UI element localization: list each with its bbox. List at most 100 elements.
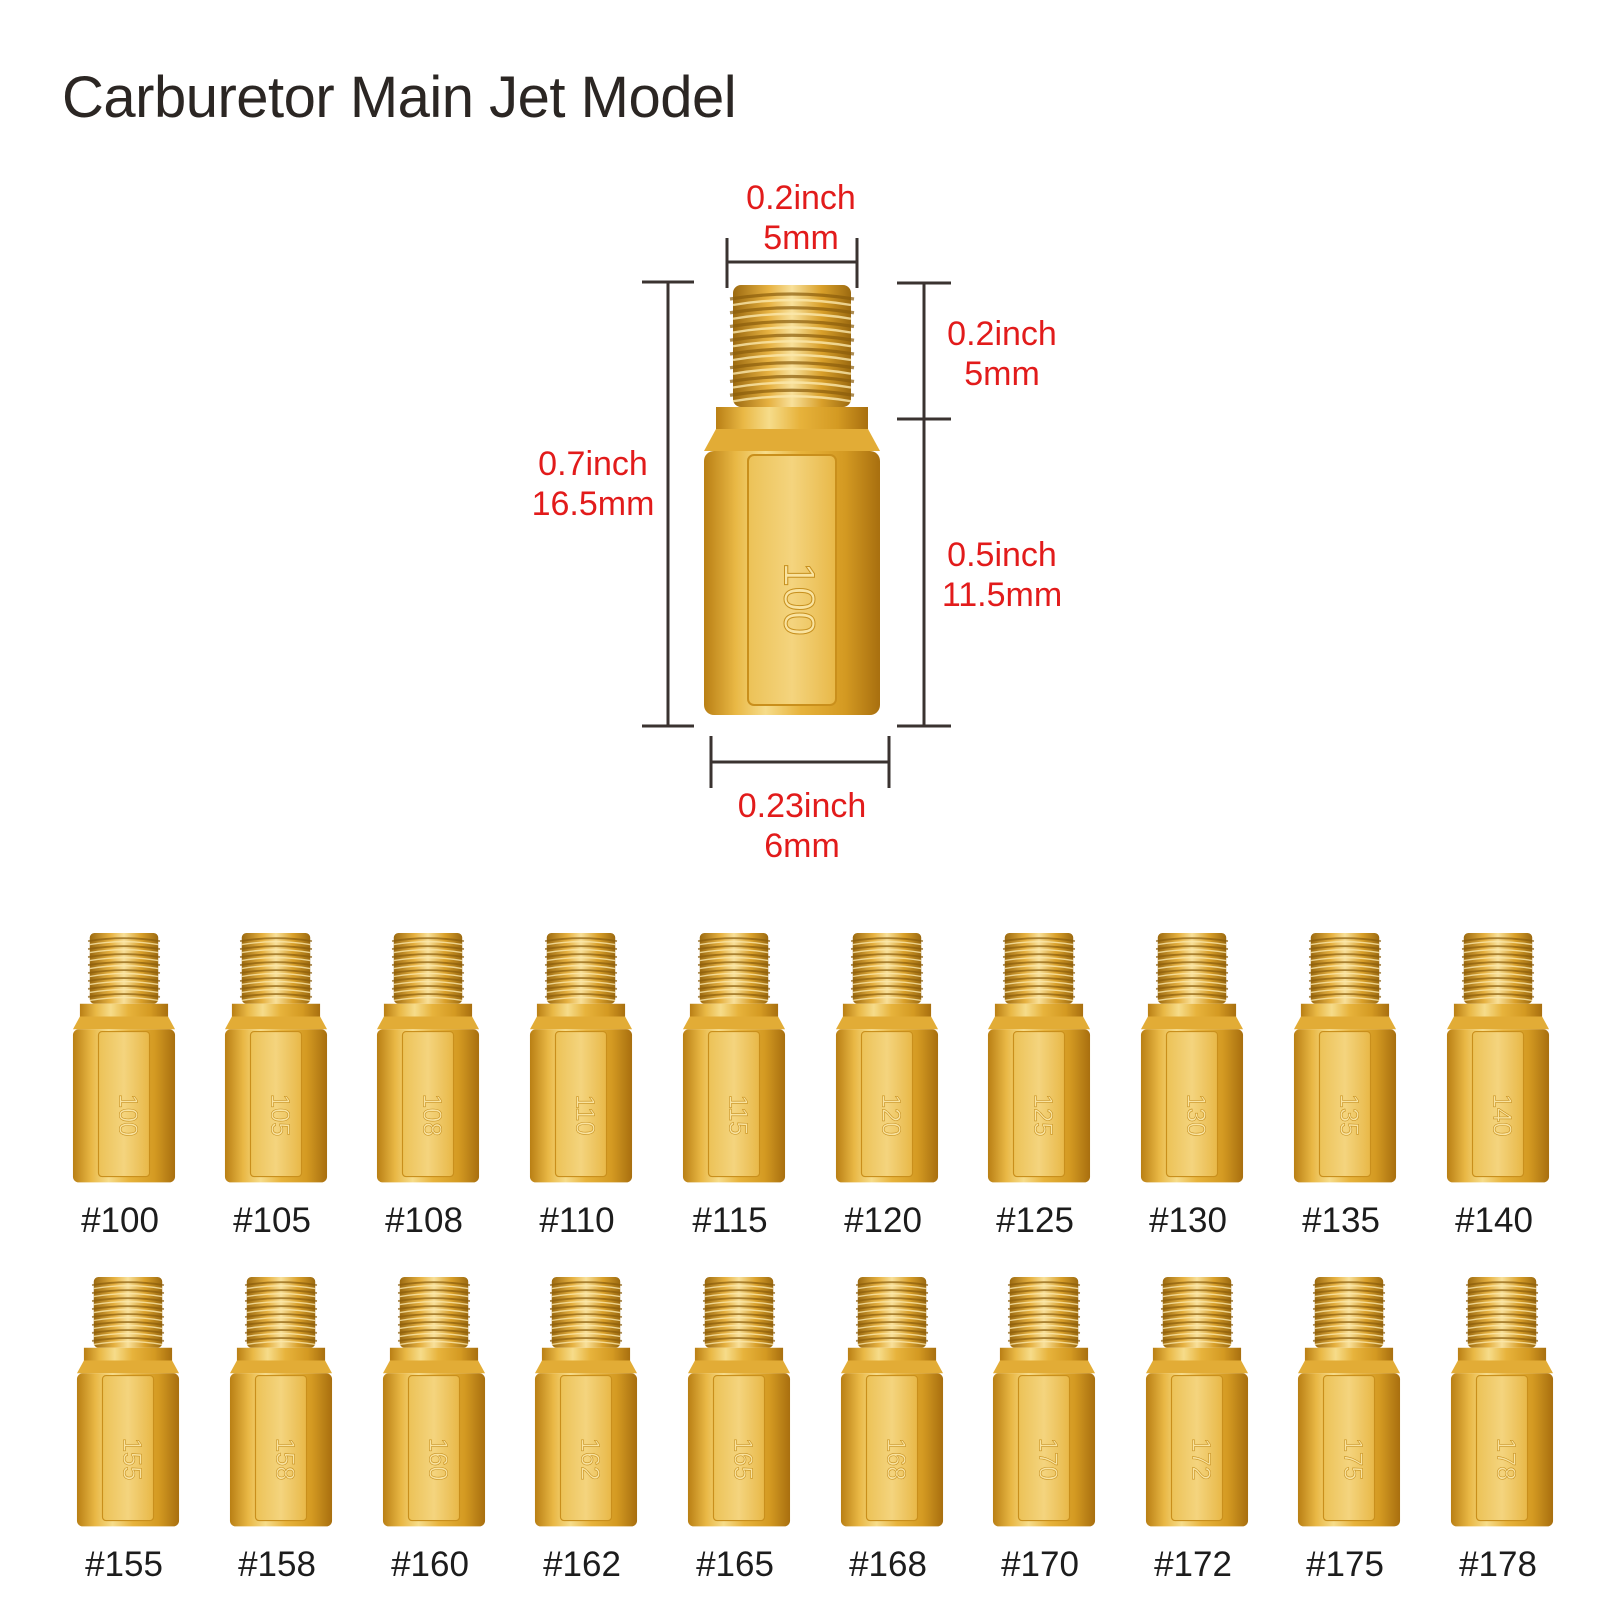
thread-crest <box>699 972 769 978</box>
thread-groove <box>1308 961 1382 966</box>
jet-stamp: 168 <box>882 1438 910 1481</box>
thread-groove <box>1465 1297 1539 1302</box>
thread-groove <box>544 953 618 958</box>
jet-size-label: #155 <box>85 1545 163 1584</box>
thread-groove <box>397 1321 471 1326</box>
thread-crest <box>246 1308 316 1314</box>
main-jet-illustration: 100 <box>704 285 880 715</box>
page-title: Carburetor Main Jet Model <box>62 65 737 130</box>
thread-groove <box>697 961 771 966</box>
jet-stamp: 178 <box>1492 1438 1520 1481</box>
thread-groove <box>544 961 618 966</box>
thread-crest <box>852 996 922 1002</box>
thread-crest <box>1004 956 1074 962</box>
thread-groove <box>397 1281 471 1287</box>
jet-size-label: #140 <box>1455 1201 1533 1240</box>
thread-groove <box>1155 977 1229 982</box>
hex-bevel <box>376 1016 480 1030</box>
thread-groove <box>239 937 313 943</box>
thread-crest <box>1004 964 1074 970</box>
hex-face <box>865 1375 919 1522</box>
thread-crest <box>546 949 616 954</box>
thread-groove <box>397 1337 471 1342</box>
thread-crest <box>732 353 852 362</box>
thread-groove <box>391 993 465 998</box>
main-jet: 100 <box>704 285 880 715</box>
thread-groove <box>697 969 771 974</box>
thread-crest <box>241 980 311 986</box>
thread-groove <box>544 977 618 982</box>
thread-groove <box>544 945 618 951</box>
thread-groove <box>239 993 313 998</box>
thread-groove <box>87 937 161 943</box>
thread-crest <box>1467 1316 1537 1322</box>
thread-groove <box>702 1305 776 1310</box>
hex-bevel <box>529 1016 633 1030</box>
thread-groove <box>1160 1305 1234 1310</box>
thread-crest <box>551 1332 621 1338</box>
thread-groove <box>87 953 161 958</box>
thread-width-inch: 0.2inch <box>746 179 856 217</box>
thread-groove <box>391 953 465 958</box>
thread-groove <box>729 388 855 397</box>
row2-jet-160: 160 <box>382 1277 486 1527</box>
hex-length-inch: 0.5inch <box>947 536 1057 574</box>
thread-crest <box>399 1285 469 1290</box>
hex-face <box>97 1031 151 1178</box>
thread-crest <box>551 1308 621 1314</box>
hex-face <box>1170 1375 1224 1522</box>
thread-groove <box>1160 1329 1234 1334</box>
thread-groove <box>1155 953 1229 958</box>
thread-crest <box>399 1340 469 1346</box>
thread-crest <box>241 956 311 962</box>
jet-stamp: 115 <box>724 1095 752 1136</box>
thread-crest <box>1467 1340 1537 1346</box>
jet-size-label: #168 <box>849 1545 927 1584</box>
thread-groove <box>244 1297 318 1302</box>
thread-crest <box>1162 1340 1232 1346</box>
thread-groove <box>702 1297 776 1302</box>
thread-crest <box>1162 1316 1232 1322</box>
thread-groove <box>855 1297 929 1302</box>
thread-groove <box>549 1281 623 1287</box>
collar <box>383 1003 473 1017</box>
collar <box>536 1003 626 1017</box>
thread-groove <box>87 961 161 966</box>
thread-groove <box>91 1281 165 1287</box>
collar <box>689 1003 779 1017</box>
thread-groove <box>1160 1337 1234 1342</box>
jet-size-label: #160 <box>391 1545 469 1584</box>
jet-stamp: 165 <box>729 1438 757 1481</box>
hex-bevel <box>382 1360 486 1374</box>
thread-crest <box>1009 1308 1079 1314</box>
thread-groove <box>87 945 161 951</box>
thread-groove <box>1312 1313 1386 1318</box>
thread-crest <box>704 1340 774 1346</box>
thread-crest <box>399 1308 469 1314</box>
jet-size-label: #158 <box>238 1545 316 1584</box>
thread-crest <box>93 1285 163 1290</box>
hex-face <box>249 1031 303 1178</box>
thread-crest <box>1162 1324 1232 1330</box>
thread-groove <box>1308 985 1382 990</box>
thread-crest <box>732 367 852 375</box>
thread-groove <box>87 985 161 990</box>
hex-bevel <box>682 1016 786 1030</box>
hex-length-label: 0.5inch 11.5mm <box>942 535 1062 615</box>
thread-crest <box>704 1308 774 1314</box>
thread-crest <box>246 1285 316 1290</box>
thread-groove <box>1312 1281 1386 1287</box>
thread-crest <box>852 956 922 962</box>
thread-length-inch: 0.2inch <box>947 315 1057 353</box>
thread-crest <box>393 972 463 978</box>
jet-stamp: 158 <box>271 1438 299 1481</box>
thread-crest <box>393 980 463 986</box>
thread-crest <box>1467 1308 1537 1314</box>
thread-crest <box>246 1340 316 1346</box>
thread-crest <box>1463 996 1533 1002</box>
hex-face <box>559 1375 613 1522</box>
thread-groove <box>1007 1281 1081 1287</box>
thread-groove <box>1308 937 1382 943</box>
thread-crest <box>857 1285 927 1290</box>
thread-crest <box>852 941 922 946</box>
